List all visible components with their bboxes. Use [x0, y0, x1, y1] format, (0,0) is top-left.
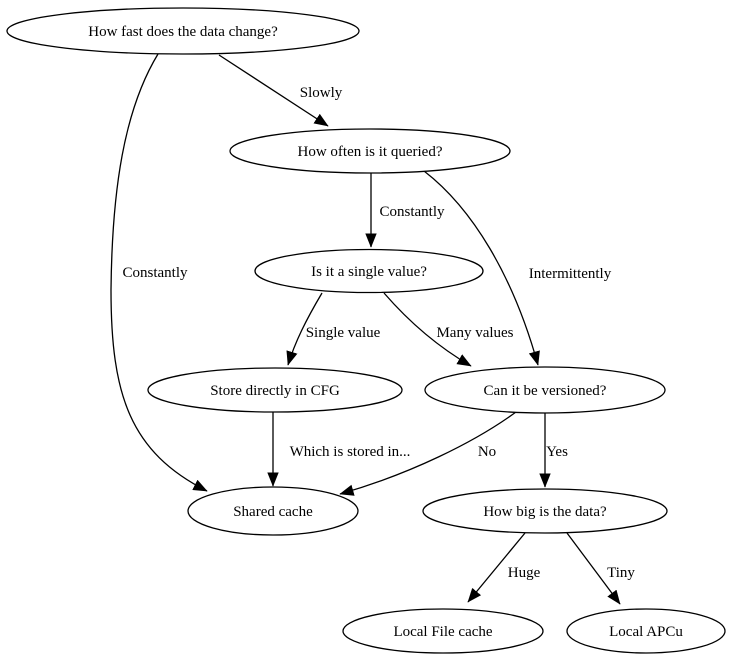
arrow-single-value — [286, 292, 323, 366]
edge-tiny: Tiny — [566, 532, 635, 605]
node-label-local-apcu: Local APCu — [609, 624, 683, 640]
edge-label-intermittently: Intermittently — [529, 266, 612, 282]
edge-constantly-left: Constantly — [110, 53, 208, 492]
node-label-how-often: How often is it queried? — [298, 144, 443, 160]
edge-label-huge: Huge — [508, 565, 541, 581]
arrow-no — [339, 411, 517, 496]
node-local-apcu: Local APCu — [566, 608, 726, 654]
ellipse-how-often — [229, 128, 511, 174]
ellipse-shared-cache — [187, 486, 359, 536]
arrow-many-values — [383, 292, 472, 367]
edge-intermittently: Intermittently — [423, 170, 612, 366]
edge-label-no: No — [478, 444, 496, 460]
ellipse-store-cfg — [147, 367, 403, 413]
node-store-cfg: Store directly in CFG — [147, 367, 403, 413]
node-how-big: How big is the data? — [422, 488, 668, 534]
edge-label-which-stored: Which is stored in... — [290, 444, 411, 460]
node-label-versioned: Can it be versioned? — [484, 383, 607, 399]
ellipse-versioned — [424, 366, 666, 414]
edge-which-stored: Which is stored in... — [267, 412, 411, 487]
ellipse-local-apcu — [566, 608, 726, 654]
node-label-how-fast: How fast does the data change? — [88, 24, 278, 40]
node-single-value: Is it a single value? — [254, 248, 484, 294]
node-label-single-value: Is it a single value? — [311, 264, 427, 280]
node-label-local-file: Local File cache — [393, 624, 492, 640]
edge-slowly: Slowly — [218, 54, 343, 127]
edge-many-values: Many values — [383, 292, 514, 367]
node-versioned: Can it be versioned? — [424, 366, 666, 414]
edge-constantly-mid: Constantly — [365, 173, 445, 248]
edge-label-constantly-left: Constantly — [122, 265, 188, 281]
node-label-store-cfg: Store directly in CFG — [210, 383, 340, 399]
edge-label-single-value: Single value — [306, 325, 381, 341]
edge-no: No — [339, 411, 517, 496]
node-shared-cache: Shared cache — [187, 486, 359, 536]
edge-label-many-values: Many values — [436, 325, 513, 341]
edge-label-tiny: Tiny — [607, 565, 635, 581]
arrow-tiny — [566, 532, 621, 605]
node-how-fast: How fast does the data change? — [6, 7, 360, 55]
ellipse-local-file — [342, 608, 544, 654]
edge-single-value: Single value — [286, 292, 381, 366]
edge-yes: Yes — [539, 413, 568, 488]
node-label-how-big: How big is the data? — [483, 504, 607, 520]
arrow-intermittently — [423, 170, 540, 366]
edge-label-slowly: Slowly — [300, 85, 343, 101]
edge-huge: Huge — [467, 532, 541, 603]
ellipse-single-value — [254, 248, 484, 294]
ellipse-how-fast — [6, 7, 360, 55]
arrow-slowly — [218, 54, 329, 127]
edge-label-constantly-mid: Constantly — [379, 204, 445, 220]
arrow-constantly-left — [110, 53, 208, 492]
ellipse-how-big — [422, 488, 668, 534]
edge-label-yes: Yes — [546, 444, 568, 460]
node-local-file: Local File cache — [342, 608, 544, 654]
arrow-huge — [467, 532, 526, 603]
node-label-shared-cache: Shared cache — [233, 504, 313, 520]
node-how-often: How often is it queried? — [229, 128, 511, 174]
